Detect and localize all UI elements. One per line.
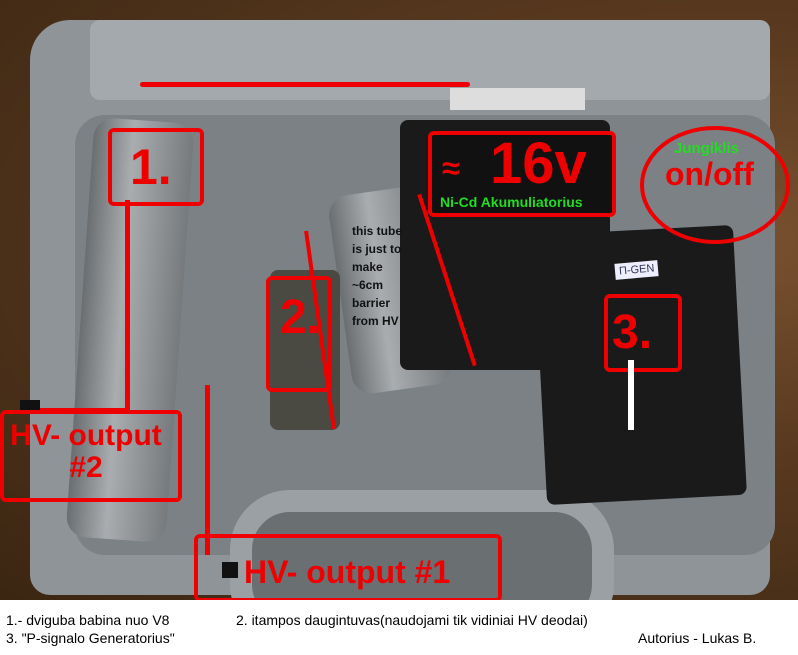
hv-output-1-label: HV- output #1 <box>244 554 451 590</box>
hv-output-2-label: HV- output #2 <box>4 420 168 484</box>
author-credit: Autorius - Lukas B. <box>638 630 757 646</box>
case-sticker <box>450 88 585 110</box>
caption-2: 2. itampos daugintuvas(naudojami tik vid… <box>236 612 588 628</box>
switch-title: Jungiklis <box>674 140 740 157</box>
wave-icon: ≈ <box>442 150 460 186</box>
tube-note-line: is just to <box>352 242 402 256</box>
voltage-label: 16v <box>490 131 587 196</box>
tube-note-line: this tube <box>352 224 402 238</box>
switch-state: on/off <box>665 156 754 192</box>
caption-3: 3. "P-signalo Generatorius" <box>6 630 175 646</box>
tube-note-line: ~6cm <box>352 278 384 292</box>
case-photo: Π-GEN 1. 2. 3. ≈ 16v Ni-Cd Akumuliatoriu… <box>0 0 798 600</box>
label-3: 3. <box>612 306 653 359</box>
case-lid <box>90 20 770 100</box>
hv-output-2-line: #2 <box>69 451 103 484</box>
switch-circle <box>640 126 790 244</box>
label-box-3 <box>604 294 682 372</box>
hv-output-2-box <box>0 410 182 502</box>
label-box-1 <box>108 128 204 206</box>
tube-note: this tube is just to make ~6cm barrier f… <box>352 222 402 330</box>
tube-note-line: barrier <box>352 296 391 310</box>
hv-output-1-box <box>194 534 502 600</box>
output2-terminal <box>20 400 40 410</box>
tube-note-line: make <box>352 260 383 274</box>
case-handle <box>230 490 614 600</box>
caption-1: 1.- dviguba babina nuo V8 <box>6 612 170 628</box>
arrow-down-icon <box>628 360 634 430</box>
label-1: 1. <box>130 139 172 195</box>
wire-left <box>125 200 130 410</box>
output1-terminal <box>222 562 238 578</box>
wire-top <box>140 82 470 87</box>
battery-box <box>428 131 616 217</box>
wire-output1 <box>205 385 210 555</box>
hv-output-2-line: HV- output <box>10 419 162 452</box>
battery-label: Ni-Cd Akumuliatorius <box>440 194 583 210</box>
tube-note-line: from HV <box>352 314 399 328</box>
label-box-2 <box>266 276 332 392</box>
